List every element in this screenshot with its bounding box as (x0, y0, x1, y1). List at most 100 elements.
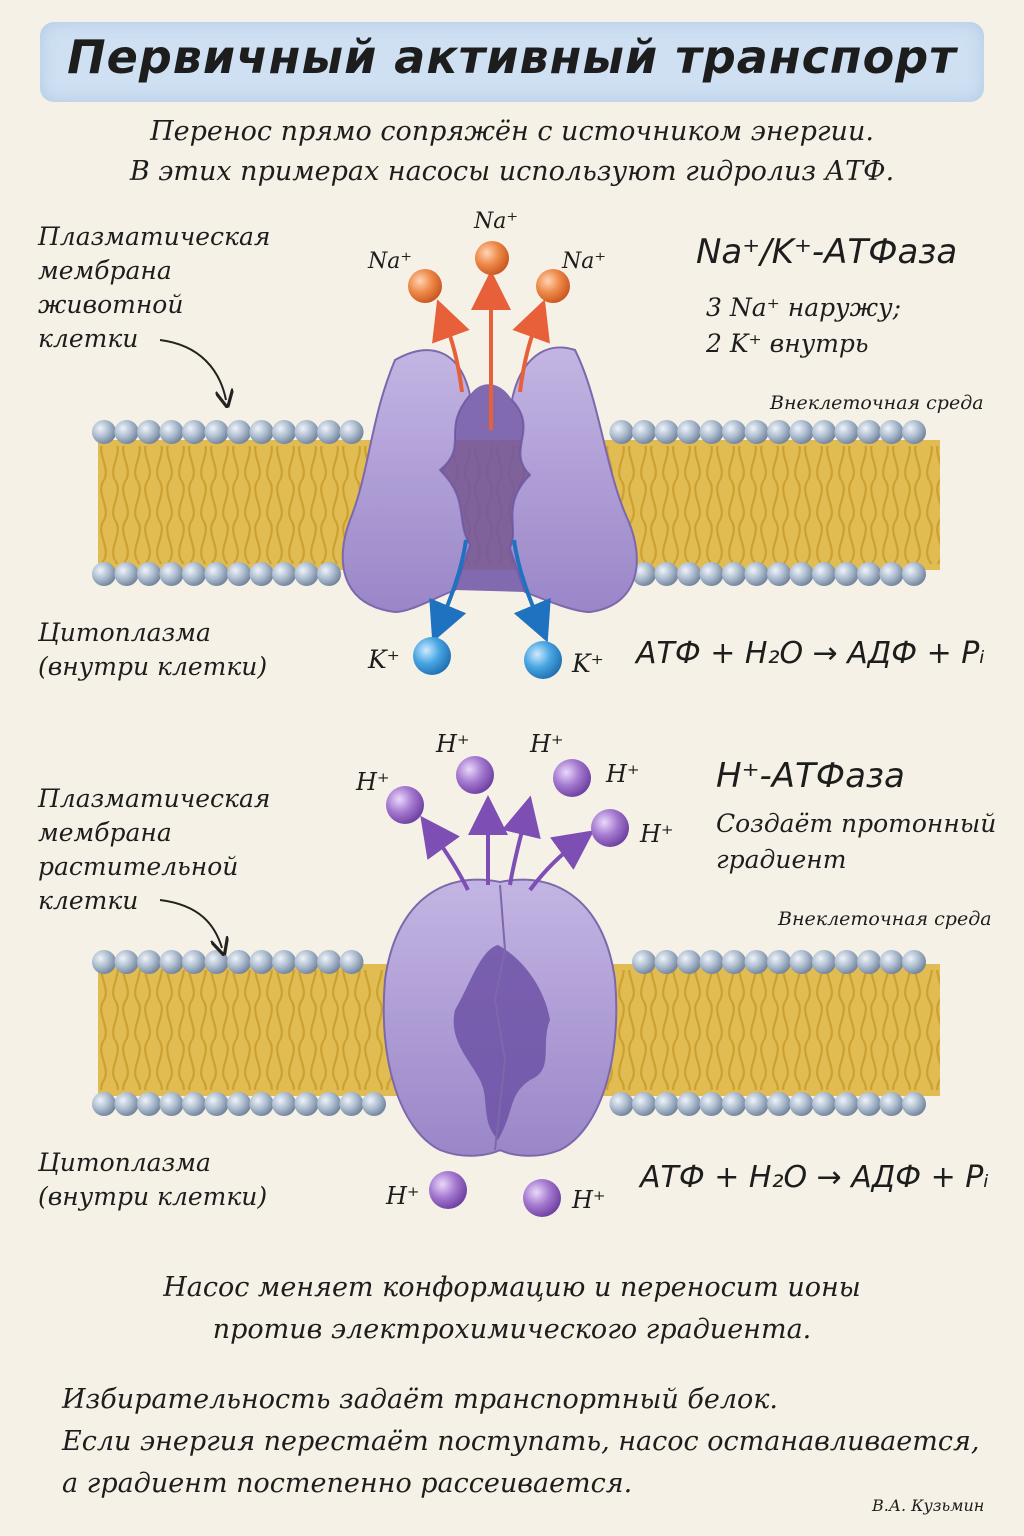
phospholipid-head (294, 420, 319, 444)
h-ion (456, 756, 494, 794)
phospholipid-head (857, 562, 881, 586)
bottom-equation: АТФ + H₂O → АДФ + Pᵢ (640, 1160, 989, 1195)
h-label: H⁺ (355, 768, 390, 796)
phospholipid-head (879, 420, 904, 444)
phospholipid-head (834, 1092, 859, 1116)
title-band (40, 22, 984, 102)
na-ion (536, 269, 570, 303)
top-pump-desc-line: 3 Na⁺ наружу; (706, 293, 901, 322)
bottom-membrane-label-line: мембрана (38, 818, 172, 847)
phospholipid-head (609, 1092, 634, 1116)
phospholipid-head (654, 1092, 679, 1116)
phospholipid-head (272, 562, 296, 586)
phospholipid-head (182, 950, 206, 974)
phospholipid-head (744, 1092, 769, 1116)
phospholipid-head (699, 562, 724, 586)
phospholipid-head (767, 562, 791, 586)
footer-line-1: Насос меняет конформацию и переносит ион… (163, 1272, 861, 1303)
h-label: H⁺ (385, 1182, 420, 1210)
phospholipid-head (317, 950, 341, 974)
h-ion (553, 759, 591, 797)
bottom-pump-desc: Создаёт протонный градиент (716, 806, 996, 878)
phospholipid-head (857, 950, 881, 974)
bottom-ions (386, 756, 629, 1217)
phospholipid-head (227, 562, 251, 586)
k-ion (413, 637, 451, 675)
h-ion (386, 786, 424, 824)
phospholipid-head (902, 1092, 926, 1116)
na-k-atpase-protein (341, 346, 638, 614)
bottom-pump-desc-line: Создаёт протонный (716, 809, 997, 838)
phospholipid-head (114, 1092, 139, 1116)
phospholipid-head (699, 420, 724, 444)
na-label: Na⁺ (367, 249, 412, 274)
phospholipid-head (204, 1092, 229, 1116)
phospholipid-head (677, 950, 701, 974)
phospholipid-head (137, 1092, 161, 1116)
k-label: K⁺ (571, 649, 604, 678)
phospholipid-head (272, 1092, 296, 1116)
top-inside-label-line: (внутри клетки) (38, 652, 268, 681)
phospholipid-head (137, 562, 161, 586)
bottom-membrane-label-line: клетки (38, 886, 139, 915)
phospholipid-head (789, 1092, 814, 1116)
phospholipid-head (182, 562, 206, 586)
bottom-inside-label-line: Цитоплазма (38, 1148, 211, 1177)
phospholipid-head (834, 950, 859, 974)
top-outside-label: Внеклеточная среда (770, 392, 984, 414)
phospholipid-head (249, 950, 274, 974)
footer-line-2: против электрохимического градиента. (212, 1314, 812, 1345)
phospholipid-head (204, 562, 229, 586)
phospholipid-head (879, 950, 904, 974)
phospholipid-head (654, 950, 679, 974)
phospholipid-head (159, 420, 184, 444)
top-equation: АТФ + H₂O → АДФ + Pᵢ (636, 636, 985, 671)
phospholipid-head (902, 420, 926, 444)
phospholipid-head (722, 1092, 746, 1116)
page-title: Первичный активный транспорт (67, 30, 957, 84)
phospholipid-head (789, 420, 814, 444)
top-inside-label-line: Цитоплазма (38, 618, 211, 647)
phospholipid-head (857, 1092, 881, 1116)
k-ion (524, 641, 562, 679)
phospholipid-head (767, 420, 791, 444)
phospholipid-head (834, 562, 859, 586)
phospholipid-head (857, 420, 881, 444)
phospholipid-head (632, 950, 656, 974)
phospholipid-head (744, 950, 769, 974)
top-pump-title: Na⁺/K⁺-АТФаза (696, 232, 958, 272)
phospholipid-head (92, 420, 116, 444)
bottom-membrane-label-line: Плазматическая (38, 784, 271, 813)
phospholipid-head (744, 562, 769, 586)
top-membrane-label-line: мембрана (38, 256, 172, 285)
footer-line-3: Избирательность задаёт транспортный бело… (62, 1384, 779, 1415)
bottom-outside-label: Внеклеточная среда (778, 908, 992, 930)
h-label: H⁺ (435, 730, 470, 758)
bottom-membrane-label: Плазматическая мембрана растительной кле… (38, 782, 270, 918)
phospholipid-head (249, 420, 274, 444)
top-membrane-label: Плазматическая мембрана животной клетки (38, 220, 270, 356)
phospholipid-head (92, 1092, 116, 1116)
h-label: H⁺ (639, 820, 674, 848)
bottom-inside-label: Цитоплазма (внутри клетки) (38, 1146, 267, 1214)
phospholipid-head (159, 950, 184, 974)
phospholipid-head (902, 950, 926, 974)
phospholipid-head (227, 950, 251, 974)
top-ions (408, 241, 570, 679)
phospholipid-head (767, 1092, 791, 1116)
bottom-pump-desc-line: градиент (716, 845, 847, 874)
h-ion (429, 1171, 467, 1209)
phospholipid-head (294, 562, 319, 586)
phospholipid-head (677, 420, 701, 444)
phospholipid-head (294, 1092, 319, 1116)
phospholipid-head (339, 420, 364, 444)
phospholipid-head (249, 1092, 274, 1116)
phospholipid-head (159, 562, 184, 586)
phospholipid-head (182, 1092, 206, 1116)
phospholipid-head (789, 562, 814, 586)
phospholipid-head (812, 420, 836, 444)
na-label: Na⁺ (473, 209, 518, 234)
phospholipid-head (879, 562, 904, 586)
top-pump-desc-line: 2 K⁺ внутрь (706, 329, 869, 358)
phospholipid-head (317, 1092, 341, 1116)
